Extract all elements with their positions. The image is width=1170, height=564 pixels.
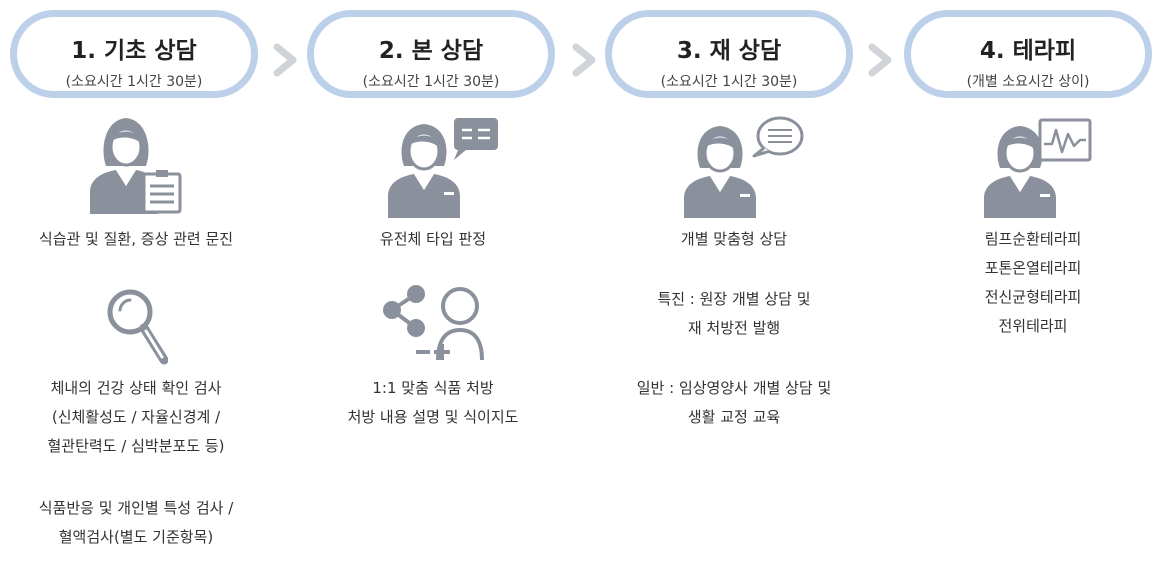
step-2-main-text: 유전체 타입 판정 xyxy=(379,230,487,248)
step-1-main-text: 식습관 및 질환, 증상 관련 문진 xyxy=(38,230,234,248)
step-3-title: 3. 재 상담 xyxy=(676,38,782,64)
share-person-icon xyxy=(383,285,484,361)
step-1-title: 1. 기초 상담 xyxy=(71,38,197,64)
step-1-box: 1. 기초 상담 (소요시간 1시간 30분) xyxy=(10,10,258,98)
step-3-subtitle: (소요시간 1시간 30분) xyxy=(660,74,798,90)
magnifier-icon xyxy=(107,289,168,365)
counselor-with-document-bubble-icon xyxy=(388,118,498,218)
step-1-subtitle: (소요시간 1시간 30분) xyxy=(65,74,203,90)
counselor-with-speech-bubble-icon xyxy=(684,116,804,218)
step-2-box: 2. 본 상담 (소요시간 1시간 30분) xyxy=(307,10,555,98)
chevron-right-icon xyxy=(273,43,297,77)
step-4-box: 4. 테라피 (개별 소요시간 상이) xyxy=(904,10,1152,98)
step-1-detail-text: 체내의 건강 상태 확인 검사 (신체활성도 / 자율신경계 / 혈관탄력도 /… xyxy=(47,379,225,455)
counselor-with-clipboard-icon xyxy=(90,118,182,214)
step-2-subtitle: (소요시간 1시간 30분) xyxy=(362,74,500,90)
step-3-detail-text: 특진 : 원장 개별 상담 및 재 처방전 발행 xyxy=(657,290,811,337)
step-3-box: 3. 재 상담 (소요시간 1시간 30분) xyxy=(605,10,853,98)
chevron-right-icon xyxy=(572,43,596,77)
counselor-with-monitor-icon xyxy=(984,118,1092,218)
step-4-title: 4. 테라피 xyxy=(979,38,1077,64)
step-3-main-text: 개별 맞춤형 상담 xyxy=(680,230,788,248)
step-1-detail2-text: 식품반응 및 개인별 특성 검사 / 혈액검사(별도 기준항목) xyxy=(38,499,234,546)
step-4-subtitle: (개별 소요시간 상이) xyxy=(966,74,1090,90)
step-2-title: 2. 본 상담 xyxy=(378,38,484,64)
chevron-right-icon xyxy=(868,43,892,77)
step-4-main-text: 림프순환테라피 포톤온열테라피 전신균형테라피 전위테라피 xyxy=(984,230,1082,335)
step-3-detail2-text: 일반 : 임상영양사 개별 상담 및 생활 교정 교육 xyxy=(636,379,832,426)
step-2-detail-text: 1:1 맞춤 식품 처방 처방 내용 설명 및 식이지도 xyxy=(347,379,519,426)
